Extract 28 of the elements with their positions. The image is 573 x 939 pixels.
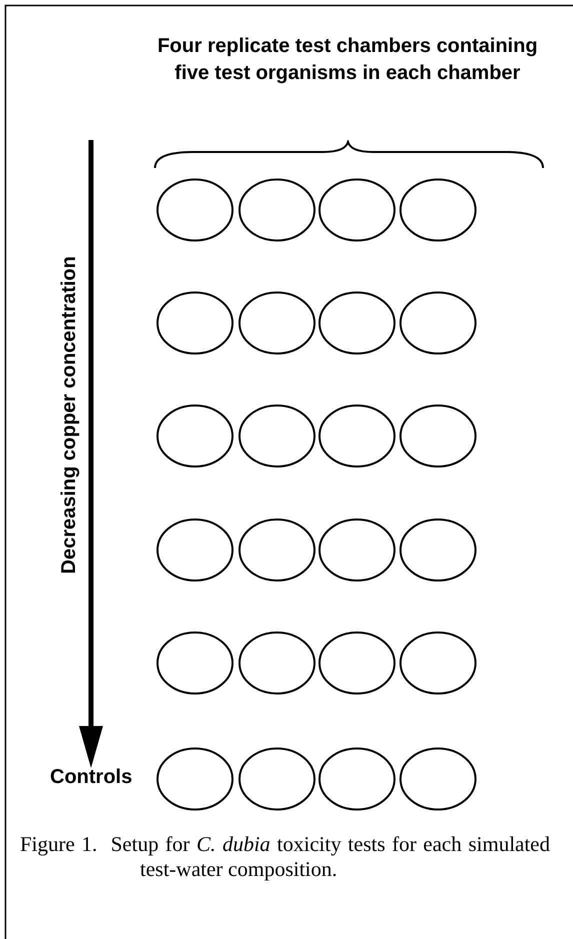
chamber-circle bbox=[318, 291, 396, 355]
chamber-circle bbox=[156, 178, 234, 242]
chamber-circle bbox=[156, 631, 234, 695]
figure-caption: Figure 1. Setup for C. dubia toxicity tests for each simulated test-water composition. bbox=[20, 832, 550, 882]
chamber-circle bbox=[399, 747, 477, 811]
chamber-circle bbox=[399, 291, 477, 355]
chamber-circle bbox=[238, 291, 316, 355]
chamber-circle bbox=[238, 404, 316, 468]
chamber-circle bbox=[399, 518, 477, 582]
chamber-circle bbox=[238, 178, 316, 242]
chamber-circle bbox=[318, 631, 396, 695]
chamber-circle bbox=[318, 747, 396, 811]
chamber-circle bbox=[238, 631, 316, 695]
chamber-circle bbox=[399, 404, 477, 468]
chamber-circle bbox=[156, 404, 234, 468]
chamber-circle bbox=[318, 404, 396, 468]
chamber-circle bbox=[238, 518, 316, 582]
chamber-circle bbox=[156, 747, 234, 811]
chamber-circle bbox=[238, 747, 316, 811]
axis-label: Decreasing copper concentration bbox=[58, 256, 81, 574]
chamber-circle bbox=[318, 518, 396, 582]
chamber-circle bbox=[156, 291, 234, 355]
chamber-circle bbox=[156, 518, 234, 582]
chamber-circle bbox=[318, 178, 396, 242]
chamber-circle bbox=[399, 178, 477, 242]
chamber-circle bbox=[399, 631, 477, 695]
row-label: Controls bbox=[50, 766, 132, 789]
header-text: Four replicate test chambers containing five test organisms in each chamber bbox=[156, 34, 539, 86]
